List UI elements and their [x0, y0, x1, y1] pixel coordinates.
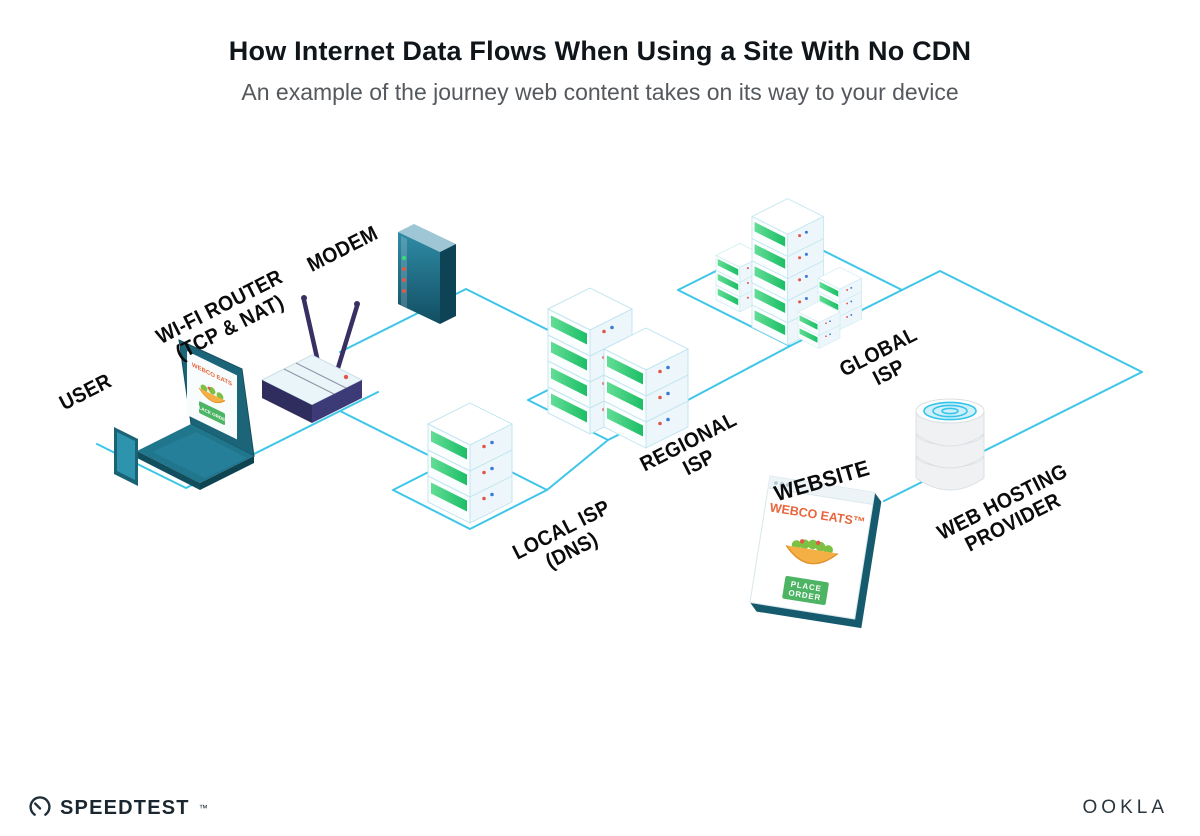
header: How Internet Data Flows When Using a Sit…: [0, 36, 1200, 106]
ookla-logo: OOKLA: [1083, 797, 1168, 819]
hosting-database-icon: [915, 398, 985, 491]
browser-dots-icon: [774, 481, 790, 487]
speedtest-wordmark: SPEEDTEST: [60, 796, 190, 819]
speedtest-logo: SPEEDTEST ™: [28, 796, 208, 820]
page-subtitle: An example of the journey web content ta…: [241, 79, 959, 105]
connection-line-regional-to-global: [687, 345, 791, 401]
modem-icon: [398, 224, 456, 324]
page-title: How Internet Data Flows When Using a Sit…: [228, 36, 972, 66]
ookla-wordmark: OOKLA: [1082, 797, 1168, 818]
taco-icon: [785, 539, 839, 565]
wifi-router-icon: [260, 295, 364, 423]
laptop-taco-icon: [198, 384, 226, 404]
global-isp-servers: [715, 198, 862, 349]
local-isp-servers: [427, 402, 513, 524]
phone-icon: [114, 427, 138, 486]
laptop-icon: WEBCO EATS PLACE ORDER: [114, 339, 255, 490]
place-order-button: [782, 575, 829, 605]
speedtest-trademark: ™: [198, 803, 208, 813]
speedtest-gauge-icon: [29, 796, 51, 816]
website-window: WEBCO EATS™ PLACE ORDER: [749, 475, 882, 629]
connection-line-local-to-regional: [546, 439, 609, 491]
regional-isp-servers: [547, 287, 689, 449]
footer: SPEEDTEST ™ OOKLA: [28, 796, 1168, 820]
